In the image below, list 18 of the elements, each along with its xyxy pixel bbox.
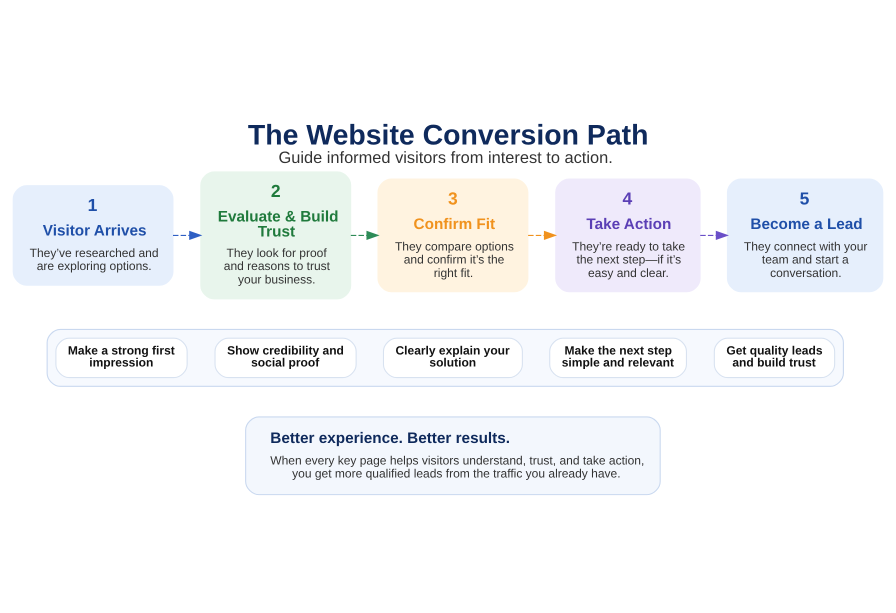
node-box: Make a strong first impression: [55, 338, 188, 378]
node-box: 4 Take Action They’re ready to take the next step—if it’s easy and clear.: [555, 178, 701, 292]
node-box: Better experience. Better results. When every key page helps visitors understand, trust, and take action, you get more qualified leads from the traffic you already have.: [245, 416, 661, 496]
node-box: Show credibility and social proof: [214, 338, 357, 378]
cluster: [46, 328, 844, 387]
node-box: 1 Visitor Arrives They’ve researched and are exploring options.: [12, 185, 174, 286]
node-box: 3 Confirm Fit They compare options and confirm it’s the right fit.: [377, 178, 528, 292]
node-box: Get quality leads and build trust: [714, 338, 836, 378]
node-box: 5 Become a Lead They connect with your team and start a conversation.: [726, 178, 884, 292]
node-box: 2 Evaluate & Build Trust They look for proof and reasons to trust your business.: [200, 171, 352, 300]
node-box: Make the next step simple and relevant: [549, 338, 687, 378]
arrow: [700, 230, 729, 240]
diagram-title: The Website Conversion Path: [248, 119, 648, 152]
arrow: [173, 230, 202, 240]
node-box: Clearly explain your solution: [382, 338, 523, 378]
arrow: [350, 230, 380, 240]
caption: Guide informed visitors from interest to action.: [278, 149, 613, 168]
arrow: [528, 230, 558, 240]
